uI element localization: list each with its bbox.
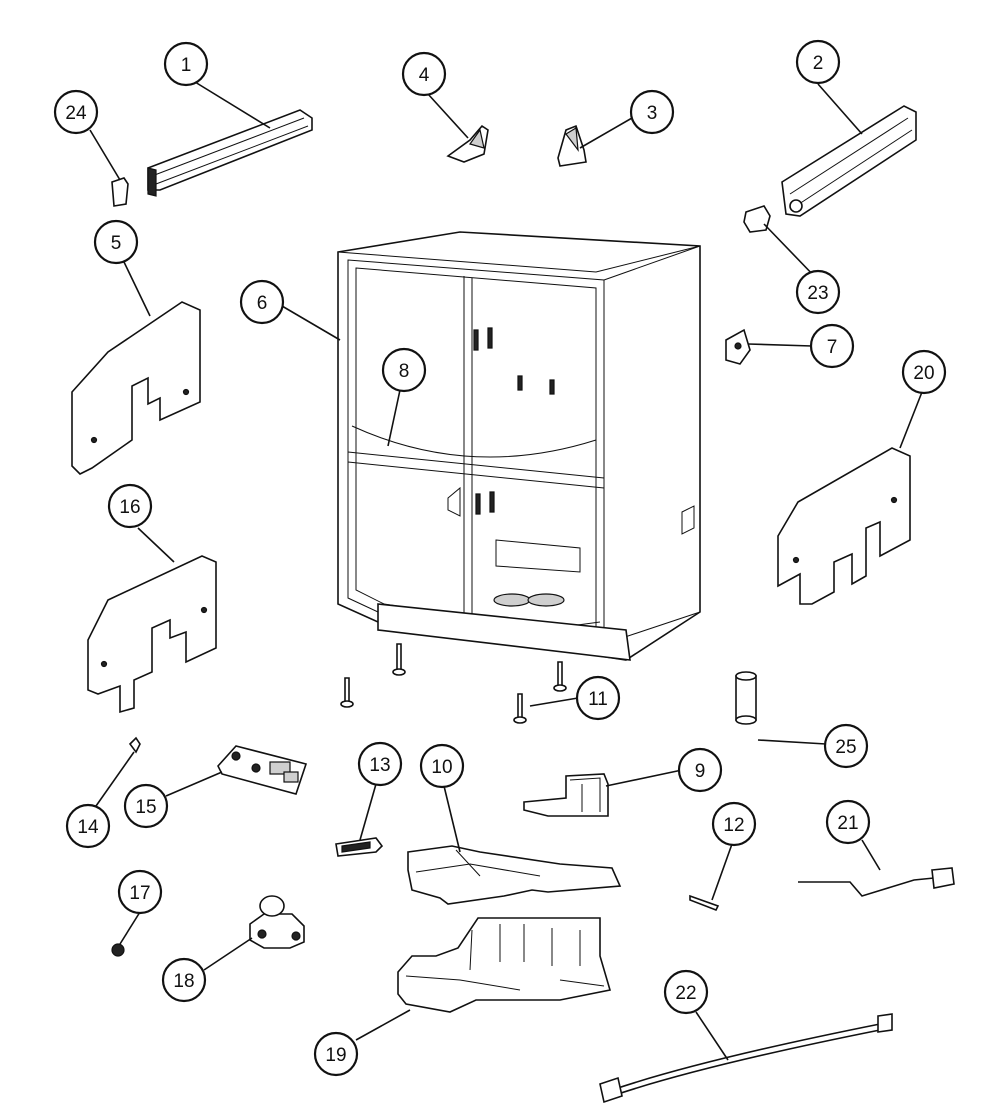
callout-9: 9 [677,747,723,793]
part-18-valve [249,895,305,949]
part-11-screws [340,643,567,724]
callout-label: 25 [835,737,856,758]
callout-label: 12 [723,815,744,836]
callout-12: 12 [711,801,757,847]
callout-label: 21 [837,813,858,834]
callout-label: 17 [129,883,150,904]
callout-18: 18 [161,957,207,1003]
part-3-latch [557,124,587,167]
part-21-cord [798,867,955,897]
callout-21: 21 [825,799,871,845]
callout-label: 23 [807,283,828,304]
callout-2: 2 [795,39,841,85]
callout-label: 19 [325,1045,346,1066]
part-16-insulation-panel [87,555,217,714]
callout-label: 8 [399,361,410,382]
callout-label: 9 [695,761,706,782]
callout-label: 7 [827,337,838,358]
part-22-hose [599,1013,893,1104]
callout-6: 6 [239,279,285,325]
callout-19: 19 [313,1031,359,1077]
part-19-base [397,917,612,1013]
callout-17: 17 [117,869,163,915]
callout-3: 3 [629,89,675,135]
part-14-clip [128,736,141,754]
part-17-knob [111,943,125,957]
part-9-housing [523,773,609,817]
callout-label: 3 [647,103,658,124]
callout-label: 2 [813,53,824,74]
part-1-rack-rail [147,109,313,197]
callout-20: 20 [901,349,947,395]
part-5-insulation-panel [71,301,201,475]
callout-25: 25 [823,723,869,769]
callout-label: 10 [431,757,452,778]
callout-label: 4 [419,65,430,86]
callout-label: 14 [77,817,99,838]
callout-8: 8 [381,347,427,393]
callout-1: 1 [163,41,209,87]
callout-10: 10 [419,743,465,789]
callout-label: 5 [111,233,122,254]
part-15-control-board [217,745,308,795]
callout-5: 5 [93,219,139,265]
part-12-spring [689,894,720,912]
leader-lines [89,81,923,1061]
callout-label: 20 [913,363,934,384]
callout-24: 24 [53,89,99,135]
part-4-latch [446,124,489,163]
callout-label: 24 [65,103,87,124]
part-20-insulation-panel [777,447,911,605]
callout-11: 11 [575,675,621,721]
callout-label: 6 [257,293,268,314]
callout-label: 18 [173,971,194,992]
part-24-clip [111,177,129,207]
part-23-end-cap [743,205,771,233]
callout-14: 14 [65,803,111,849]
callout-label: 22 [675,983,696,1004]
callout-label: 15 [135,797,156,818]
callout-13: 13 [357,741,403,787]
callout-22: 22 [663,969,709,1015]
part-10-tray [407,845,622,905]
part-13-switch [335,837,384,857]
part-7-bracket [725,328,751,365]
part-2-rack-rail [781,105,917,217]
callout-label: 16 [119,497,140,518]
callout-label: 1 [181,55,192,76]
callout-15: 15 [123,783,169,829]
callout-4: 4 [401,51,447,97]
callout-label: 11 [588,689,608,710]
callout-7: 7 [809,323,855,369]
callout-23: 23 [795,269,841,315]
callout-label: 13 [369,755,390,776]
callout-16: 16 [107,483,153,529]
part-6-tub [337,231,701,661]
part-25-cylinder [735,671,757,725]
